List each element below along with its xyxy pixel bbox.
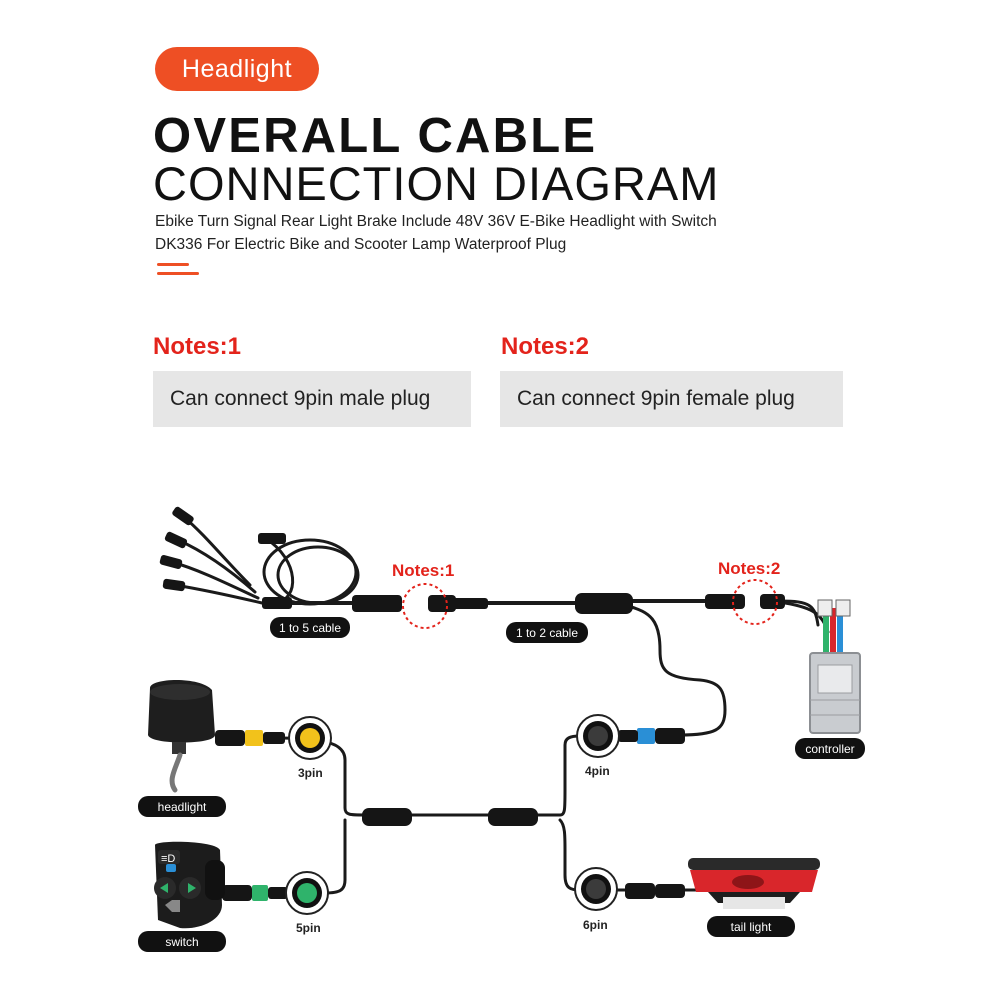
9pin-male-plug: [352, 595, 402, 612]
tail-light-device: [688, 858, 820, 909]
note1-callout-label: Notes:1: [392, 561, 454, 580]
label-1to2-cable: 1 to 2 cable: [516, 626, 578, 640]
cable-connectors: [159, 506, 785, 901]
label-1to5-cable: 1 to 5 cable: [279, 621, 341, 635]
accent-dash-bottom: [157, 272, 199, 275]
note2-callout-label: Notes:2: [718, 559, 780, 578]
pin3-connector-circle: [288, 716, 332, 760]
horn-icon: [165, 900, 180, 912]
right-turn-icon: [188, 883, 196, 893]
note1-callout-circle: [402, 583, 448, 629]
subtitle-line2: DK336 For Electric Bike and Scooter Lamp…: [155, 236, 567, 253]
note1-heading: Notes:1: [153, 333, 242, 360]
pin3-label: 3pin: [298, 766, 323, 780]
accent-dash-top: [157, 263, 189, 266]
subtitle-line1: Ebike Turn Signal Rear Light Brake Inclu…: [155, 213, 717, 230]
pin6-label: 6pin: [583, 918, 608, 932]
note2-box: Can connect 9pin female plug: [500, 371, 843, 427]
lower-splitter-right: [488, 808, 538, 826]
hi-lo-beam-icon: ≡D: [161, 853, 175, 865]
note2-callout-circle: [732, 579, 778, 625]
1to2-splitter: [575, 593, 633, 614]
label-headlight: headlight: [158, 800, 207, 814]
switch-device: ≡D: [154, 841, 225, 929]
pin5-connector-circle: [285, 871, 329, 915]
headlight-badge: Headlight: [155, 47, 319, 91]
pin-connectors: 3pin 4pin 5pin 6pin: [285, 714, 620, 935]
pin5-label: 5pin: [296, 921, 321, 935]
product-subtitle: Ebike Turn Signal Rear Light Brake Inclu…: [155, 210, 815, 256]
headlight-device: [148, 680, 215, 793]
component-labels: 1 to 5 cable 1 to 2 cable controller hea…: [138, 617, 865, 952]
page-title-line2: CONNECTION DIAGRAM: [153, 157, 720, 210]
pin4-label: 4pin: [585, 764, 610, 778]
label-switch: switch: [165, 935, 198, 949]
pin6-connector-circle: [574, 867, 618, 911]
lower-splitter-left: [362, 808, 412, 826]
note2-heading: Notes:2: [501, 333, 590, 360]
note-callouts: Notes:1 Notes:2: [392, 559, 780, 629]
pin4-connector-circle: [576, 714, 620, 758]
note1-box: Can connect 9pin male plug: [153, 371, 471, 427]
label-tail-light: tail light: [731, 920, 772, 934]
9pin-female-plug-b: [760, 594, 785, 609]
label-controller: controller: [805, 742, 854, 756]
left-turn-icon: [160, 883, 168, 893]
controller-device: [809, 599, 861, 734]
page-title-line1: OVERALL CABLE: [153, 109, 598, 163]
